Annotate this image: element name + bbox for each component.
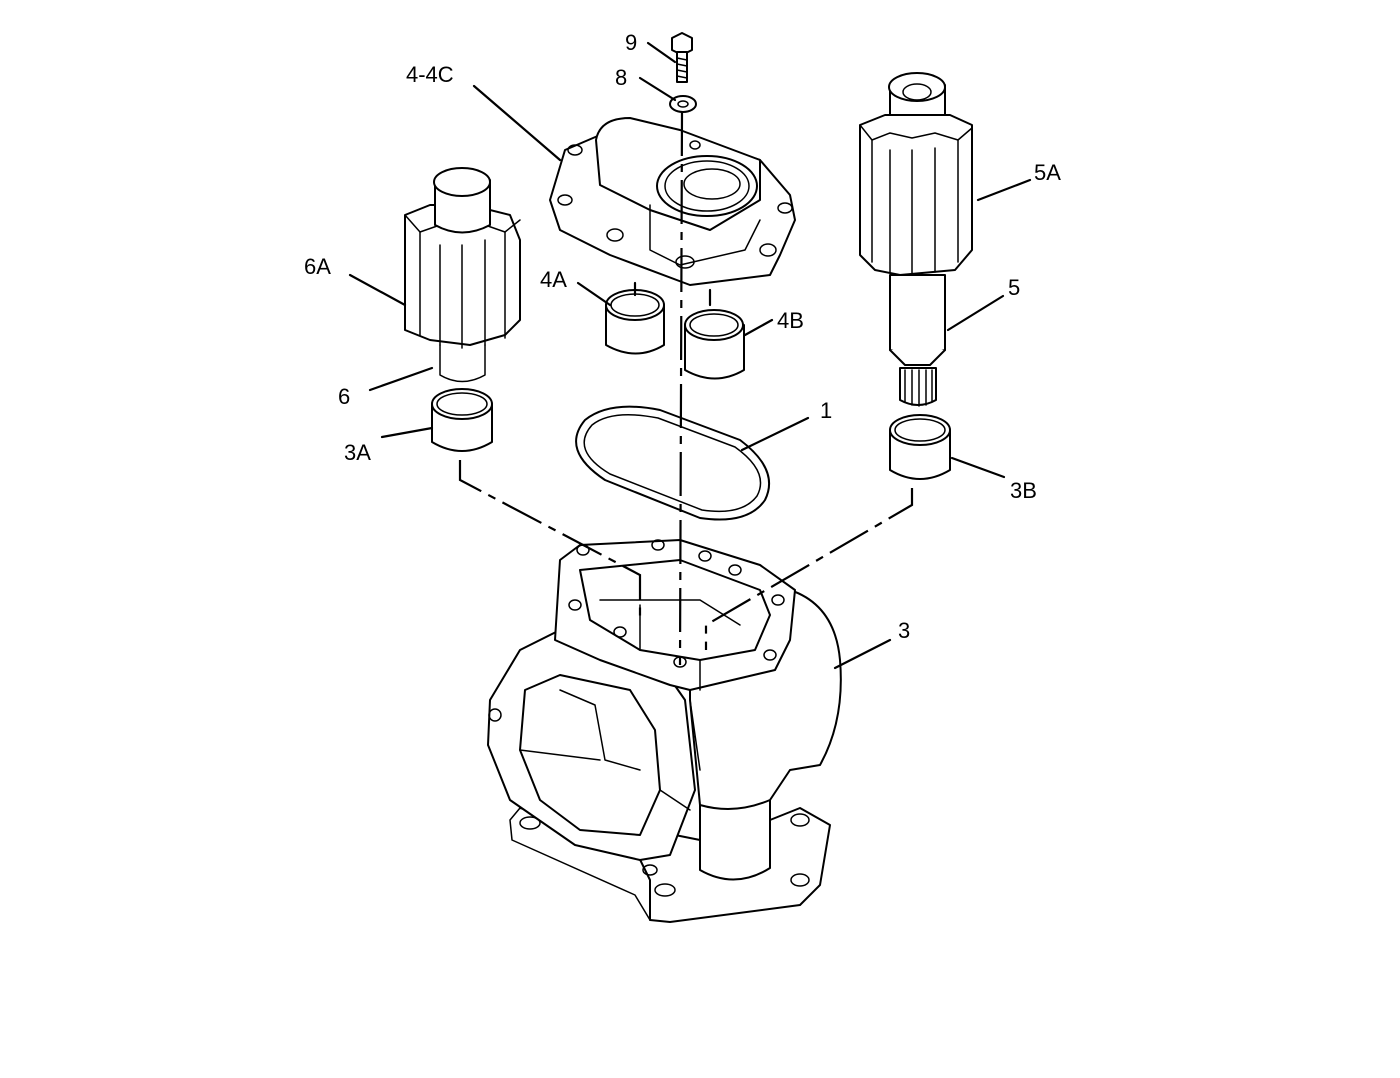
part-4a-bushing [605, 289, 665, 355]
leader-6 [368, 366, 434, 392]
leader-lines [348, 41, 1032, 670]
callout-4b: 4B [777, 308, 804, 333]
part-4-4c-cover [549, 117, 796, 286]
callout-3b: 3B [1010, 478, 1037, 503]
leader-6a [348, 273, 407, 307]
bolt-axis-line [678, 111, 684, 666]
part-1-gasket [575, 405, 770, 521]
leader-1 [740, 416, 810, 452]
callout-labels: 9 8 4-4C 5A 6A 4A 4B 5 6 1 3A 3B 3 [304, 30, 1061, 643]
callout-9: 9 [625, 30, 637, 55]
idler-assembly-line [458, 460, 642, 620]
part-6a-idler-gear [404, 167, 521, 383]
leader-3a [380, 426, 434, 439]
part-3a-bushing [431, 388, 493, 452]
drive-assembly-line [704, 488, 914, 650]
leader-5 [946, 294, 1005, 332]
leader-4a [576, 281, 612, 307]
part-8-washer [669, 95, 697, 113]
callout-6a: 6A [304, 254, 331, 279]
assembly-lines [458, 111, 914, 666]
callout-6: 6 [338, 384, 350, 409]
leader-8 [638, 76, 677, 102]
callout-4-4c: 4-4C [406, 62, 454, 87]
leader-3 [833, 638, 892, 670]
part-5a-drive-gear [859, 72, 973, 276]
leader-5a [976, 178, 1032, 202]
callout-5a: 5A [1034, 160, 1061, 185]
leader-9 [646, 41, 677, 64]
part-4b-bushing [684, 309, 745, 380]
callout-3a: 3A [344, 440, 371, 465]
callout-4a: 4A [540, 267, 567, 292]
leader-4-4c [472, 84, 562, 162]
callout-3: 3 [898, 618, 910, 643]
leader-3b [950, 456, 1006, 479]
leader-4b [743, 318, 774, 337]
part-3b-bushing [889, 414, 951, 480]
part-3-pump-housing [487, 539, 842, 923]
callout-5: 5 [1008, 275, 1020, 300]
callout-1: 1 [820, 398, 832, 423]
part-5-shaft [889, 274, 946, 407]
part-9-bolt [671, 32, 693, 83]
callout-8: 8 [615, 65, 627, 90]
